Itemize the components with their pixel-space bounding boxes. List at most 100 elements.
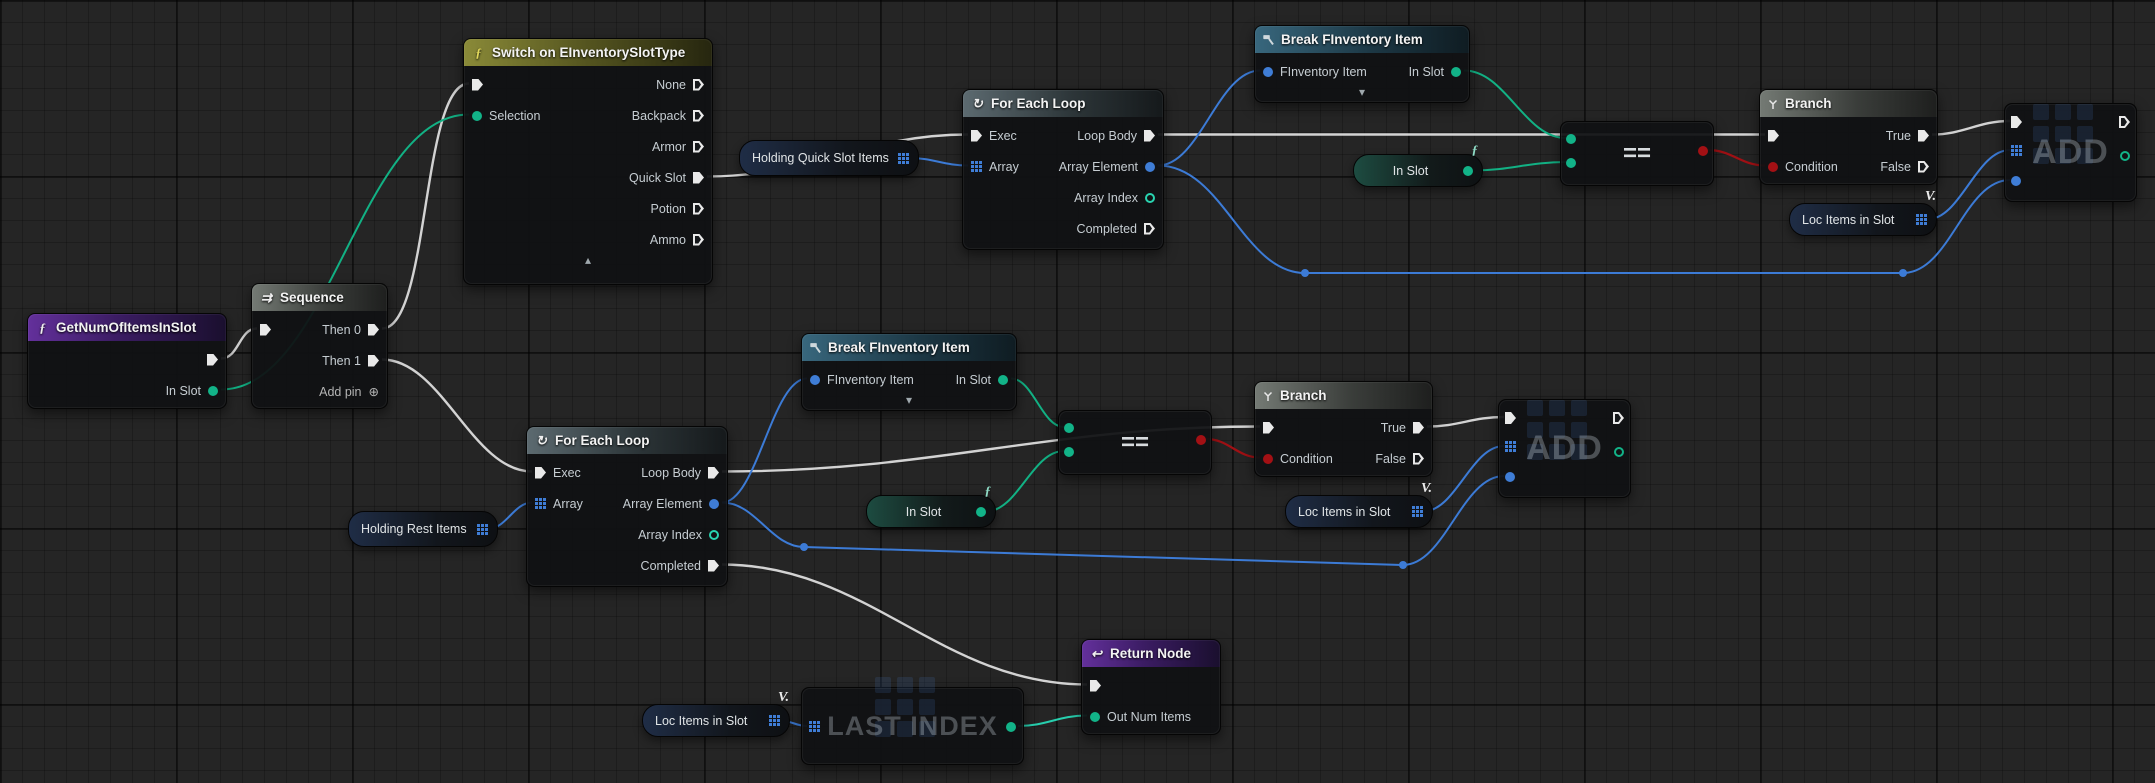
case-quickslot-pin[interactable] — [693, 172, 704, 184]
equals-input-b-pin[interactable] — [1064, 447, 1074, 457]
true-exec-pin[interactable] — [1413, 422, 1424, 434]
var-loc-items-in-slot-bottom[interactable]: V. Loc Items in Slot — [642, 690, 790, 737]
false-exec-pin[interactable] — [1413, 453, 1424, 465]
array-element-pin[interactable] — [1145, 161, 1155, 172]
true-exec-pin[interactable] — [1918, 130, 1929, 142]
array-out-pin[interactable] — [477, 523, 488, 535]
enum-out-pin[interactable] — [1463, 165, 1473, 176]
completed-pin[interactable] — [1144, 223, 1155, 235]
enum-out-pin[interactable] — [976, 506, 986, 517]
node-branch-mid[interactable]: Branch True Condition False — [1254, 381, 1433, 477]
exec-in-pin[interactable] — [1505, 412, 1516, 424]
array-in-pin[interactable] — [971, 161, 982, 172]
return-index-pin[interactable] — [1614, 447, 1624, 457]
exec-wires — [220, 82, 2011, 686]
node-equals-top[interactable]: == — [1560, 121, 1714, 186]
node-break-finventory-item-mid[interactable]: Break FInventory Item FInventory Item In… — [801, 333, 1017, 411]
equals-result-pin[interactable] — [1196, 435, 1206, 445]
array-index-pin[interactable] — [709, 529, 719, 540]
new-item-pin[interactable] — [1505, 472, 1515, 482]
reroute-node[interactable] — [800, 543, 808, 551]
loop-body-pin[interactable] — [1144, 130, 1155, 142]
var-loc-items-in-slot-mid[interactable]: V. Loc Items in Slot — [1285, 481, 1433, 528]
var-loc-items-in-slot-top[interactable]: V. Loc Items in Slot — [1789, 189, 1937, 236]
node-foreach-loop-top[interactable]: ↻ For Each Loop Exec Loop Body Array Arr… — [962, 89, 1164, 250]
condition-pin[interactable] — [1768, 161, 1778, 172]
return-index-pin[interactable] — [2120, 151, 2130, 161]
equals-input-a-pin[interactable] — [1064, 423, 1074, 433]
equals-input-a-pin[interactable] — [1566, 134, 1576, 144]
node-break-finventory-item-top[interactable]: Break FInventory Item FInventory Item In… — [1254, 25, 1470, 103]
array-index-pin[interactable] — [1145, 192, 1155, 203]
exec-in-pin[interactable] — [1263, 422, 1274, 434]
exec-out-pin[interactable] — [207, 354, 218, 366]
enum-out-pin[interactable] — [208, 385, 218, 396]
then0-exec-pin[interactable] — [368, 324, 379, 336]
add-pin-icon[interactable]: ⊕ — [368, 385, 379, 399]
var-holding-rest-items[interactable]: Holding Rest Items — [348, 511, 498, 547]
out-num-items-pin[interactable] — [1090, 711, 1100, 722]
node-last-index[interactable]: LAST INDEX — [801, 687, 1024, 765]
new-item-pin[interactable] — [2011, 176, 2021, 186]
reroute-node[interactable] — [1399, 561, 1407, 569]
return-index-pin[interactable] — [1006, 722, 1016, 732]
loop-body-pin[interactable] — [708, 467, 719, 479]
exec-in-pin[interactable] — [2011, 116, 2022, 128]
exec-in-pin[interactable] — [1090, 680, 1101, 692]
target-array-pin[interactable] — [809, 721, 820, 732]
node-title: Branch — [1280, 388, 1327, 403]
then1-exec-pin[interactable] — [368, 355, 379, 367]
node-equals-mid[interactable]: == — [1058, 410, 1212, 475]
expand-chevron-icon[interactable]: ▾ — [1358, 85, 1366, 99]
in-slot-out-pin[interactable] — [998, 374, 1008, 385]
struct-in-pin[interactable] — [810, 374, 820, 385]
array-element-pin[interactable] — [709, 498, 719, 509]
var-holding-quick-slot-items[interactable]: Holding Quick Slot Items — [739, 140, 919, 176]
node-array-add-mid[interactable]: ADD — [1498, 399, 1631, 498]
expand-chevron-icon[interactable]: ▾ — [905, 393, 913, 407]
target-array-pin[interactable] — [1505, 441, 1516, 452]
array-out-pin[interactable] — [898, 152, 909, 164]
reroute-node[interactable] — [1899, 269, 1907, 277]
false-exec-pin[interactable] — [1918, 161, 1929, 173]
collapse-chevron-icon[interactable]: ▴ — [584, 253, 592, 267]
node-foreach-loop-mid[interactable]: ↻ For Each Loop Exec Loop Body Array Arr… — [526, 426, 728, 587]
case-backpack-pin[interactable] — [693, 110, 704, 122]
var-in-slot-mid[interactable]: ƒ In Slot — [866, 483, 996, 528]
array-out-pin[interactable] — [1916, 214, 1927, 225]
exec-out-pin[interactable] — [2119, 116, 2130, 128]
pin-label: In Slot — [165, 383, 201, 398]
selection-pin[interactable] — [472, 110, 482, 121]
node-branch-top[interactable]: Branch True Condition False — [1759, 89, 1938, 185]
node-switch-einventoryslottype[interactable]: ƒ Switch on EInventorySlotType None Sele… — [463, 38, 713, 285]
case-none-pin[interactable] — [693, 79, 704, 91]
case-potion-pin[interactable] — [693, 203, 704, 215]
condition-pin[interactable] — [1263, 453, 1273, 464]
exec-in-pin[interactable] — [1768, 130, 1779, 142]
exec-in-pin[interactable] — [971, 130, 982, 142]
exec-in-pin[interactable] — [472, 79, 483, 91]
node-getnumofitemsinslot[interactable]: ƒ GetNumOfItemsInSlot In Slot — [27, 313, 227, 409]
array-out-pin[interactable] — [1412, 506, 1423, 517]
node-title: Break FInventory Item — [828, 340, 970, 355]
var-in-slot-top[interactable]: ƒ In Slot — [1353, 142, 1483, 187]
target-array-pin[interactable] — [2011, 145, 2022, 156]
reroute-node[interactable] — [1301, 269, 1309, 277]
in-slot-out-pin[interactable] — [1451, 66, 1461, 77]
node-return[interactable]: ↩ Return Node Out Num Items — [1081, 639, 1221, 735]
wire-element-top-to-break-top — [1157, 69, 1261, 167]
equals-result-pin[interactable] — [1698, 146, 1708, 156]
array-in-pin[interactable] — [535, 498, 546, 509]
exec-in-pin[interactable] — [260, 324, 271, 336]
struct-in-pin[interactable] — [1263, 66, 1273, 77]
case-ammo-pin[interactable] — [693, 234, 704, 246]
node-sequence[interactable]: ⇉ Sequence Then 0 Then 1 Add pin⊕ — [251, 283, 388, 409]
exec-out-pin[interactable] — [1613, 412, 1624, 424]
case-armor-pin[interactable] — [693, 141, 704, 153]
node-array-add-top[interactable]: ADD — [2004, 103, 2137, 202]
completed-pin[interactable] — [708, 560, 719, 572]
equals-input-b-pin[interactable] — [1566, 158, 1576, 168]
array-out-pin[interactable] — [769, 715, 780, 726]
exec-in-pin[interactable] — [535, 467, 546, 479]
